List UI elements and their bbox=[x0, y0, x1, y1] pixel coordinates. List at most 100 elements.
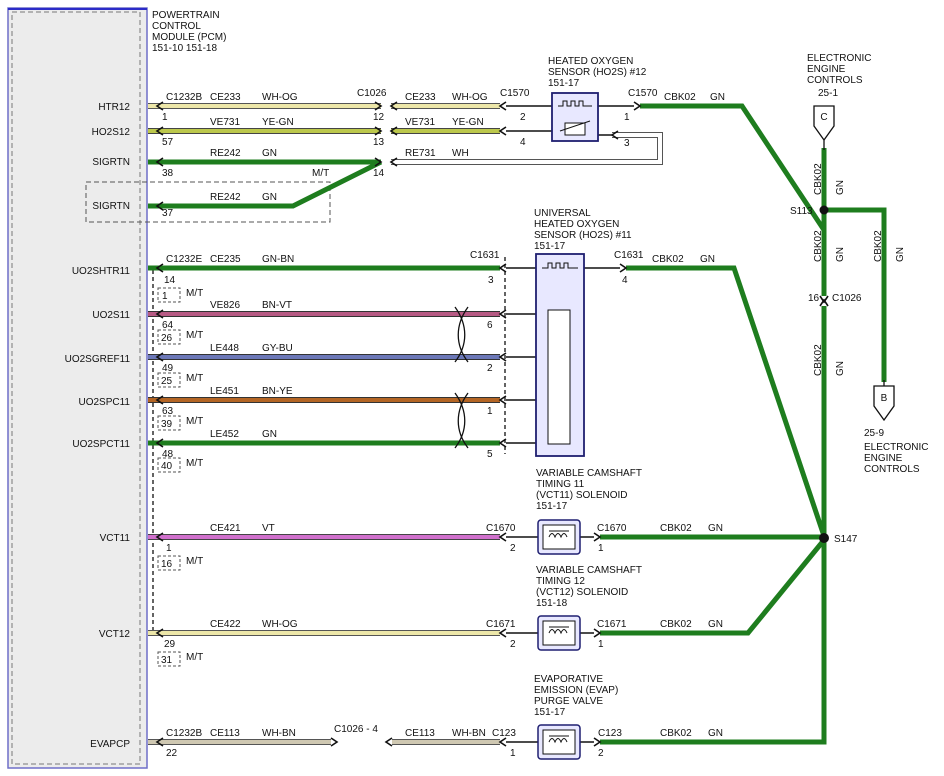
wire-cbk02-evap bbox=[600, 540, 827, 745]
svg-text:GY-BU: GY-BU bbox=[262, 343, 293, 354]
svg-text:M/T: M/T bbox=[186, 330, 203, 341]
label-c123-right: C123 bbox=[598, 728, 622, 739]
svg-text:5: 5 bbox=[487, 449, 493, 460]
label-c1026-trunk: C1026 bbox=[832, 293, 862, 304]
svg-text:GN: GN bbox=[895, 247, 906, 262]
svg-text:M/T: M/T bbox=[186, 373, 203, 384]
svg-text:2: 2 bbox=[520, 112, 526, 123]
svg-text:VARIABLE CAMSHAFT: VARIABLE CAMSHAFT bbox=[536, 468, 642, 479]
svg-text:TIMING 12: TIMING 12 bbox=[536, 576, 585, 587]
svg-text:48: 48 bbox=[162, 449, 174, 460]
pin-htr12: HTR12 bbox=[98, 102, 130, 113]
svg-text:CBK02: CBK02 bbox=[660, 619, 692, 630]
ho2s12-sensor bbox=[551, 92, 599, 142]
svg-text:BN-VT: BN-VT bbox=[262, 300, 292, 311]
svg-text:151-10 151-18: 151-10 151-18 bbox=[152, 43, 217, 54]
svg-text:VT: VT bbox=[262, 523, 275, 534]
svg-text:WH-BN: WH-BN bbox=[262, 728, 296, 739]
svg-text:GN: GN bbox=[262, 192, 277, 203]
svg-text:EMISSION (EVAP): EMISSION (EVAP) bbox=[534, 685, 618, 696]
label-ve826: VE826 bbox=[210, 300, 240, 311]
svg-text:M/T: M/T bbox=[312, 168, 329, 179]
svg-text:CBK02: CBK02 bbox=[813, 163, 824, 195]
svg-text:22: 22 bbox=[166, 748, 178, 759]
pin-sigrtn-2: SIGRTN bbox=[92, 201, 130, 212]
label-c1631-right: C1631 bbox=[614, 250, 644, 261]
svg-text:WH-OG: WH-OG bbox=[262, 619, 298, 630]
pin-uo2spct11: UO2SPCT11 bbox=[72, 439, 130, 450]
svg-text:UNIVERSAL: UNIVERSAL bbox=[534, 208, 591, 219]
svg-text:VARIABLE CAMSHAFT: VARIABLE CAMSHAFT bbox=[536, 565, 642, 576]
label-c1670-left: C1670 bbox=[486, 523, 516, 534]
wire-cbk02-vct12 bbox=[600, 538, 826, 636]
svg-text:39: 39 bbox=[161, 419, 173, 430]
evap-purge-valve bbox=[537, 724, 581, 760]
svg-text:2: 2 bbox=[510, 543, 516, 554]
vct12-title: VARIABLE CAMSHAFT TIMING 12 (VCT12) SOLE… bbox=[536, 565, 642, 609]
svg-text:GN: GN bbox=[700, 254, 715, 265]
svg-text:29: 29 bbox=[164, 639, 176, 650]
svg-text:RE242: RE242 bbox=[210, 192, 241, 203]
wire-re242-alt bbox=[148, 159, 383, 209]
svg-text:M/T: M/T bbox=[186, 556, 203, 567]
svg-text:CBK02: CBK02 bbox=[660, 728, 692, 739]
pin-sigrtn: SIGRTN bbox=[92, 157, 130, 168]
svg-text:14: 14 bbox=[164, 275, 176, 286]
svg-text:25: 25 bbox=[161, 376, 173, 387]
ho2s11-sensor bbox=[535, 253, 585, 457]
svg-text:C1232B: C1232B bbox=[166, 728, 202, 739]
eec-b-title: 25-9 ELECTRONIC ENGINE CONTROLS bbox=[864, 428, 928, 475]
svg-text:GN: GN bbox=[708, 523, 723, 534]
label-c1570-left: C1570 bbox=[500, 88, 530, 99]
svg-text:GN: GN bbox=[708, 619, 723, 630]
label-re731: RE731 bbox=[405, 148, 436, 159]
svg-text:HEATED OXYGEN: HEATED OXYGEN bbox=[534, 219, 619, 230]
svg-text:POWERTRAIN: POWERTRAIN bbox=[152, 10, 220, 21]
pin-vct11: VCT11 bbox=[100, 533, 131, 544]
pin-ho2s12: HO2S12 bbox=[92, 127, 131, 138]
label-s147: S147 bbox=[834, 534, 858, 545]
svg-text:1: 1 bbox=[624, 112, 630, 123]
svg-text:3: 3 bbox=[488, 275, 494, 286]
svg-text:2: 2 bbox=[510, 639, 516, 650]
svg-text:GN: GN bbox=[835, 180, 846, 195]
svg-text:151-17: 151-17 bbox=[534, 707, 566, 718]
label-c1232e: C1232E bbox=[166, 254, 202, 265]
label-ce113: CE113 bbox=[210, 728, 240, 739]
svg-text:GN: GN bbox=[262, 429, 277, 440]
svg-text:WH-BN: WH-BN bbox=[452, 728, 486, 739]
connector-pins bbox=[155, 101, 829, 747]
pin-uo2shtr11: UO2SHTR11 bbox=[72, 266, 131, 277]
label-le452: LE452 bbox=[210, 429, 239, 440]
svg-text:WH-OG: WH-OG bbox=[452, 92, 488, 103]
svg-text:6: 6 bbox=[487, 320, 493, 331]
svg-text:ENGINE: ENGINE bbox=[807, 64, 846, 75]
svg-text:CBK02: CBK02 bbox=[660, 523, 692, 534]
vct11-title: VARIABLE CAMSHAFT TIMING 11 (VCT11) SOLE… bbox=[536, 468, 642, 512]
svg-text:SENSOR (HO2S) #11: SENSOR (HO2S) #11 bbox=[534, 230, 632, 241]
pcm-module bbox=[7, 7, 148, 769]
label-c1026: C1026 bbox=[357, 88, 387, 99]
svg-text:57: 57 bbox=[162, 137, 174, 148]
pin-evapcp: EVAPCP bbox=[90, 739, 130, 750]
svg-text:WH-OG: WH-OG bbox=[262, 92, 298, 103]
svg-text:ELECTRONIC: ELECTRONIC bbox=[864, 442, 928, 453]
svg-text:SENSOR (HO2S) #12: SENSOR (HO2S) #12 bbox=[548, 67, 647, 78]
svg-text:GN: GN bbox=[708, 728, 723, 739]
svg-text:TIMING 11: TIMING 11 bbox=[536, 479, 585, 490]
pin-uo2sgref11: UO2SGREF11 bbox=[65, 354, 131, 365]
evap-title: EVAPORATIVE EMISSION (EVAP) PURGE VALVE … bbox=[534, 674, 618, 718]
svg-text:151-17: 151-17 bbox=[534, 241, 566, 252]
label-ce233: CE233 bbox=[210, 92, 241, 103]
svg-text:25-1: 25-1 bbox=[818, 88, 838, 99]
svg-text:64: 64 bbox=[162, 320, 174, 331]
wire-cbk02-ho2s11 bbox=[626, 265, 827, 537]
svg-text:63: 63 bbox=[162, 406, 174, 417]
svg-text:(VCT12) SOLENOID: (VCT12) SOLENOID bbox=[536, 587, 628, 598]
svg-text:31: 31 bbox=[161, 655, 173, 666]
label-re242: RE242 bbox=[210, 148, 241, 159]
svg-text:EVAPORATIVE: EVAPORATIVE bbox=[534, 674, 603, 685]
svg-text:(VCT11) SOLENOID: (VCT11) SOLENOID bbox=[536, 490, 628, 501]
svg-text:YE-GN: YE-GN bbox=[452, 117, 484, 128]
